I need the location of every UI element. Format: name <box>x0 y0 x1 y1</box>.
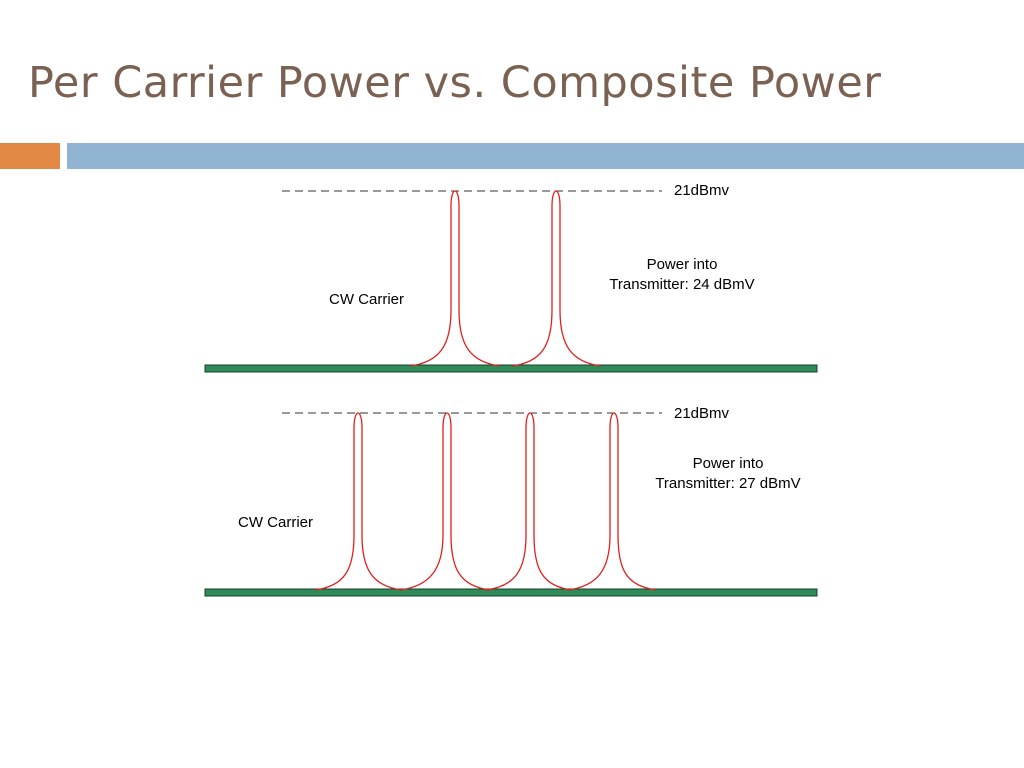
carrier-peak <box>485 412 573 591</box>
baseline-bar <box>204 588 818 597</box>
power-label: Power into Transmitter: 24 dBmV <box>596 255 768 295</box>
carrier-peak <box>511 190 602 367</box>
carrier-peak <box>409 190 501 367</box>
diagram-top <box>204 190 818 373</box>
level-label: 21dBmv <box>674 405 730 422</box>
baseline-bar <box>204 364 818 373</box>
power-label-line2: Transmitter: 24 dBmV <box>609 276 755 293</box>
carrier-peak <box>567 412 657 591</box>
accent-bar-blue <box>67 143 1024 169</box>
cw-carrier-label: CW Carrier <box>329 291 404 308</box>
cw-carrier-label: CW Carrier <box>238 514 313 531</box>
power-label-line1: Power into <box>692 455 764 472</box>
accent-bar-orange <box>0 143 60 169</box>
carrier-peak <box>399 412 491 591</box>
power-label-line2: Transmitter: 27 dBmV <box>655 475 801 492</box>
level-label: 21dBmv <box>674 182 730 199</box>
diagram-bottom <box>204 412 818 597</box>
slide-title: Per Carrier Power vs. Composite Power <box>28 58 882 108</box>
power-label: Power into Transmitter: 27 dBmV <box>642 454 814 494</box>
carrier-peak <box>314 412 403 591</box>
power-label-line1: Power into <box>646 256 718 273</box>
